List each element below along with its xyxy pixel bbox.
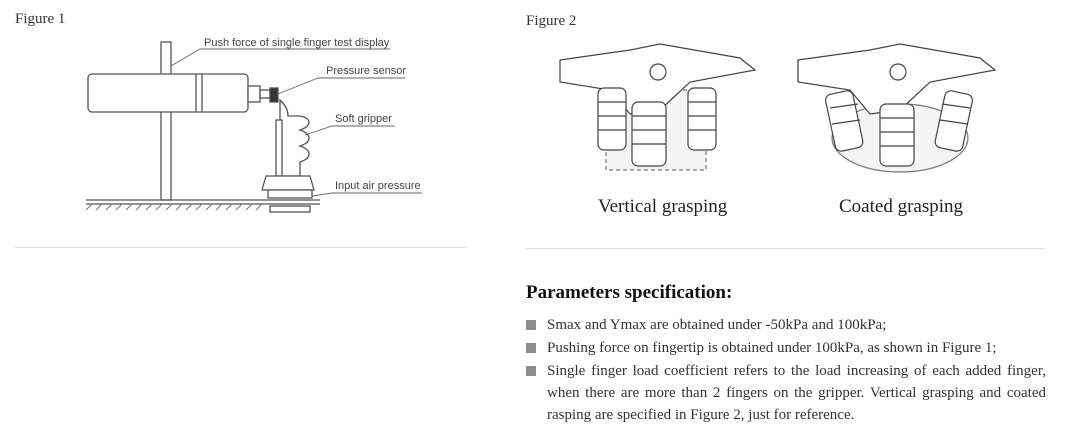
spec-list: Smax and Ymax are obtained under -50kPa … <box>526 314 1046 427</box>
coated-grasp-illustration <box>797 43 997 173</box>
square-bullet-icon <box>526 343 536 353</box>
callout-gripper: Soft gripper <box>335 113 392 125</box>
spec-item-text: Smax and Ymax are obtained under -50kPa … <box>547 317 887 333</box>
callout-display: Push force of single finger test display <box>204 37 390 49</box>
square-bullet-icon <box>526 320 536 330</box>
figure1-caption: Figure 1 <box>15 11 66 27</box>
spec-item-text: Single finger load coefficient refers to… <box>547 363 1046 423</box>
spec-item: Single finger load coefficient refers to… <box>526 360 1046 426</box>
figure1-divider <box>15 247 467 248</box>
spec-item-text: Pushing force on fingertip is obtained u… <box>547 340 997 356</box>
callout-sensor: Pressure sensor <box>326 65 406 77</box>
figure2-divider <box>526 248 1044 249</box>
stand-pole <box>160 41 172 201</box>
force-gauge-body <box>87 73 249 113</box>
vertical-grasping-label: Vertical grasping <box>598 196 728 217</box>
figure1-drawing: Push force of single finger test display… <box>85 37 422 213</box>
spec-item: Pushing force on fingertip is obtained u… <box>526 337 1046 359</box>
figure2-drawing <box>559 43 997 173</box>
square-bullet-icon <box>526 366 536 376</box>
figure2-caption: Figure 2 <box>526 13 577 29</box>
spec-item: Smax and Ymax are obtained under -50kPa … <box>526 314 1046 336</box>
coated-grasping-label: Coated grasping <box>839 196 964 217</box>
callout-air: Input air pressure <box>335 180 421 192</box>
vertical-grasp-illustration <box>559 43 757 171</box>
pressure-sensor <box>269 87 279 103</box>
soft-gripper-shape <box>279 98 310 177</box>
spec-title: Parameters specification: <box>526 282 733 303</box>
